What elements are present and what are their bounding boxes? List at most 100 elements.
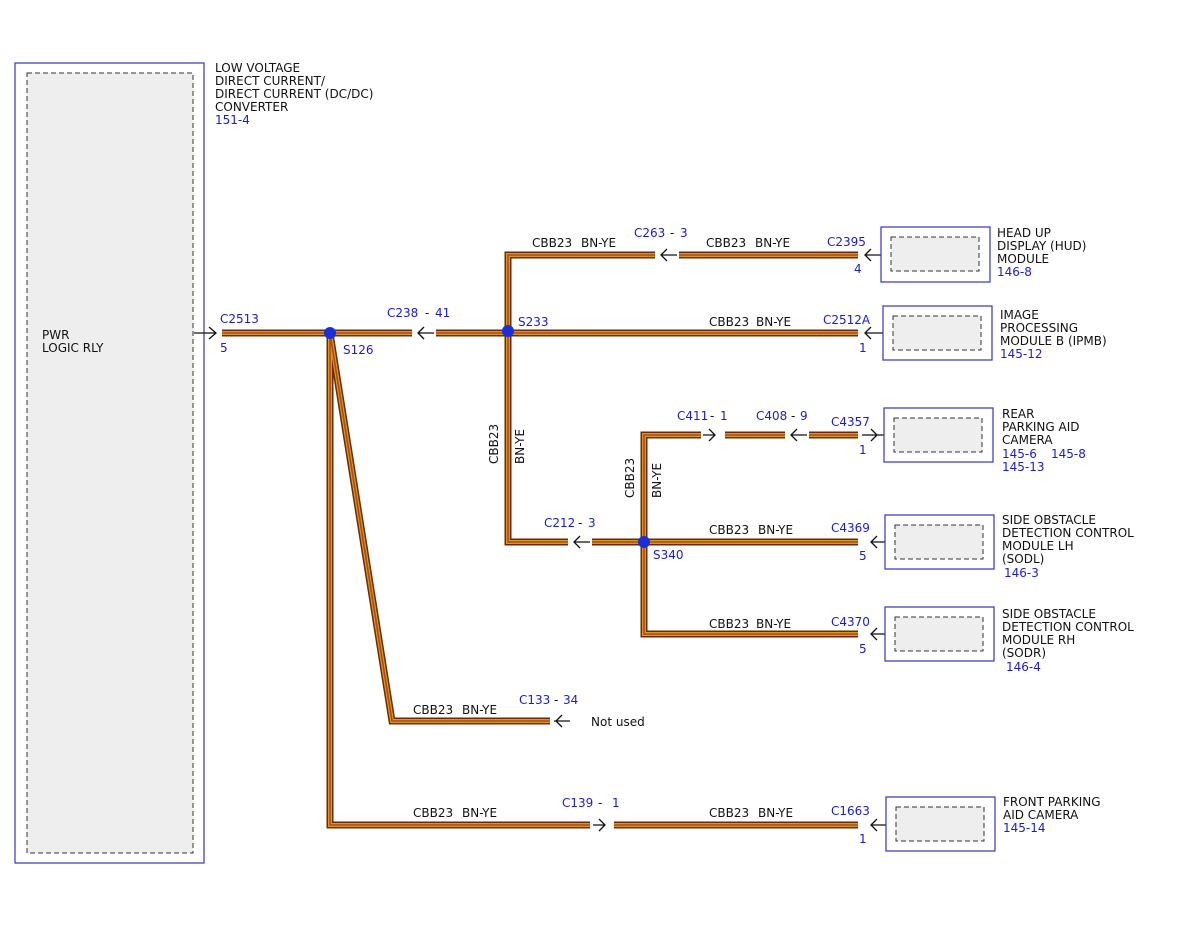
wire-s126-not-used-mid [328,332,550,723]
sodr-title-line-1: SIDE OBSTACLE [1002,607,1096,621]
circuit-color: BN-YE [462,703,497,717]
connector-c2395: C2395 [827,235,866,249]
splice-s233-dot [502,325,514,337]
converter-internal-line-2: LOGIC RLY [42,341,104,355]
circuit-color: BN-YE [581,236,616,250]
pin-c4357: 1 [859,443,867,457]
converter-title-line-4: CONVERTER [215,100,288,114]
connector-c212-pin: 3 [588,516,596,530]
rear-cam-page-ref-2[interactable]: 145-8 [1051,447,1086,461]
circuit-color: BN-YE [756,617,791,631]
connector-c408-pin: 9 [800,409,808,423]
pin-c4370: 5 [859,642,867,656]
circuit-color-vertical: BN-YE [650,463,664,498]
wire-s126-front-camera-core [329,333,858,826]
wire-s126-not-used-core [329,332,550,722]
circuit-color: BN-YE [758,806,793,820]
ipmb-page-ref[interactable]: 145-12 [1000,347,1043,361]
sodr-page-ref[interactable]: 146-4 [1006,660,1041,674]
svg-text:-: - [791,409,795,423]
ipmb-title-line-2: PROCESSING [1000,321,1078,335]
circuit-color: BN-YE [756,315,791,329]
circuit-code-vertical: CBB23 [487,424,501,464]
sodr-title-line-4: (SODR) [1002,646,1046,660]
svg-text:-: - [578,516,582,530]
hud-title-line-2: DISPLAY (HUD) [997,239,1086,253]
circuit-code: CBB23 [413,703,453,717]
sodr-title-line-3: MODULE RH [1002,633,1075,647]
pin-c4369: 5 [859,549,867,563]
arrow-c408 [790,428,807,442]
connector-c2512a: C2512A [823,313,871,327]
converter-inner [26,72,194,854]
module-front-camera: C1663 1 FRONT PARKING AID CAMERA 145-14 [831,795,1101,852]
connector-arrows [194,248,898,832]
wire-s340-rear-camera-out [640,431,858,542]
svg-text:-: - [670,226,674,240]
connector-c4357: C4357 [831,415,870,429]
wire-s233-hud-mid [506,253,858,333]
sodl-page-ref[interactable]: 146-3 [1004,566,1039,580]
circuit-code-vertical: CBB23 [623,458,637,498]
connector-c238-pin: 41 [435,306,450,320]
wire-s340-sodr-core [643,542,858,635]
arrow-c212 [573,535,590,549]
connector-c133-pin: 34 [563,693,578,707]
svg-text:-: - [710,409,714,423]
hud-title-line-1: HEAD UP [997,226,1051,240]
connector-c133-name: C133 [519,693,550,707]
circuit-code: CBB23 [709,523,749,537]
pin-c2395: 4 [854,262,862,276]
sodl-title-line-2: DETECTION CONTROL [1002,526,1134,540]
circuit-color: BN-YE [755,236,790,250]
connector-c263-name: C263 [634,226,665,240]
front-cam-title-line-1: FRONT PARKING [1003,795,1101,809]
converter-title-line-1: LOW VOLTAGE [215,61,300,75]
converter-page-ref[interactable]: 151-4 [215,113,250,127]
circuit-color: BN-YE [462,806,497,820]
arrow-c263 [660,248,677,262]
wire-s233-s340-mid [506,333,644,544]
module-sodl: C4369 5 SIDE OBSTACLE DETECTION CONTROL … [831,513,1134,580]
inline-connector-labels: C238 - 41 C263 - 3 C212 - 3 C411 - 1 C40… [387,226,808,810]
connector-c139-name: C139 [562,796,593,810]
connector-c4370: C4370 [831,615,870,629]
connector-c238-name: C238 [387,306,418,320]
arrow-c411 [703,428,716,442]
ipmb-title-line-3: MODULE B (IPMB) [1000,334,1107,348]
module-rear-camera: C4357 1 REAR PARKING AID CAMERA 145-6 14… [831,407,1086,474]
hud-page-ref[interactable]: 146-8 [997,265,1032,279]
front-cam-page-ref[interactable]: 145-14 [1003,821,1046,835]
rear-cam-page-ref-1[interactable]: 145-6 [1002,447,1037,461]
connector-c408-name: C408 [756,409,787,423]
svg-text:-: - [598,796,602,810]
connector-c1663: C1663 [831,804,870,818]
circuit-labels: CBB23 BN-YE CBB23 BN-YE CBB23 BN-YE CBB2… [413,236,793,820]
pin-c2512a: 1 [859,341,867,355]
rear-cam-title-line-3: CAMERA [1002,433,1053,447]
connector-c411-name: C411 [677,409,708,423]
circuit-color: BN-YE [758,523,793,537]
converter-internal-line-1: PWR [42,328,69,342]
rear-cam-page-ref-3[interactable]: 145-13 [1002,460,1045,474]
wire-s340-rear-camera-mid [642,433,858,542]
wire-group [222,251,858,829]
arrow-c238 [417,326,434,340]
ipmb-title-line-1: IMAGE [1000,308,1039,322]
circuit-code: CBB23 [706,236,746,250]
connector-c4369: C4369 [831,521,870,535]
circuit-color-vertical: BN-YE [513,429,527,464]
rear-cam-title-line-2: PARKING AID [1002,420,1080,434]
sodl-title-line-4: (SODL) [1002,552,1044,566]
svg-text:-: - [425,306,429,320]
splice-s340-dot [638,536,650,548]
arrow-c139 [593,818,606,832]
arrow-c133 [554,714,570,728]
circuit-code: CBB23 [413,806,453,820]
converter-title-line-3: DIRECT CURRENT (DC/DC) [215,87,373,101]
wire-s126-front-camera-mid [328,333,858,827]
wire-s126-front-camera-out [326,333,858,829]
sodr-title-line-2: DETECTION CONTROL [1002,620,1134,634]
not-used-label: Not used [591,715,645,729]
